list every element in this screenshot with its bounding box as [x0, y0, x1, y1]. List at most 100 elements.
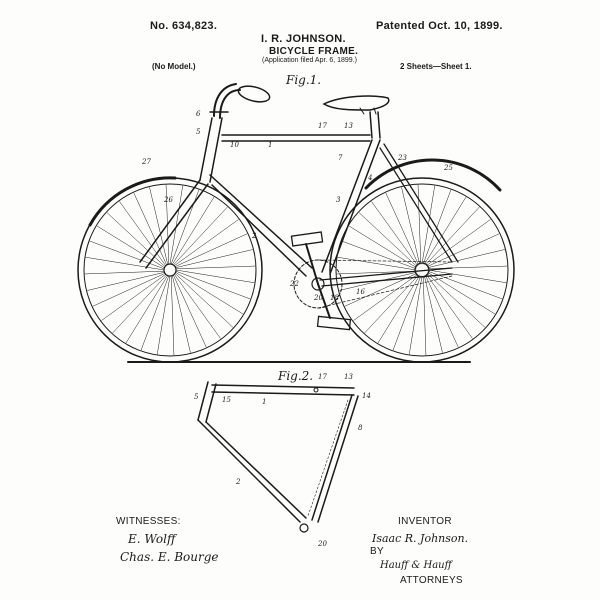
- callout-16: 16: [356, 288, 365, 296]
- wheel-spoke: [426, 233, 500, 267]
- witness-signature-2: Chas. E. Bourge: [120, 550, 219, 564]
- inventor-label: INVENTOR: [398, 516, 452, 527]
- invention-title: BICYCLE FRAME.: [269, 46, 359, 57]
- callout-25: 25: [444, 164, 453, 172]
- sheets-note: 2 Sheets—Sheet 1.: [400, 62, 472, 71]
- callout-5: 5: [196, 128, 201, 136]
- wheel-spoke: [149, 187, 168, 265]
- wheel-spoke: [417, 184, 422, 265]
- wheel-spoke: [422, 275, 427, 356]
- callout-fig2-15: 15: [222, 396, 231, 404]
- inventor-name: I. R. JOHNSON.: [261, 33, 346, 45]
- wheel-spoke: [427, 272, 496, 315]
- wheel-spoke: [175, 272, 244, 315]
- wheel-spoke: [424, 196, 467, 265]
- callout-fig2-14: 14: [362, 392, 371, 400]
- wheel-spoke: [173, 273, 221, 339]
- wheel-spoke: [425, 206, 480, 266]
- callout-27: 27: [142, 158, 151, 166]
- callout-fig2-20: 20: [318, 540, 327, 548]
- wheel-spoke: [424, 275, 443, 353]
- callout-18: 18: [330, 294, 339, 302]
- callout-26: 26: [164, 196, 173, 204]
- wheel-spoke: [427, 270, 503, 300]
- wheel-spoke: [84, 270, 165, 275]
- wheel-spoke: [133, 192, 167, 266]
- callout-fig2-8: 8: [358, 424, 363, 432]
- wheel-spoke: [427, 269, 507, 283]
- wheel-spoke: [427, 249, 505, 268]
- callout-2: 2: [252, 232, 257, 240]
- witnesses-label: WITNESSES:: [116, 516, 181, 527]
- callout-13: 13: [344, 122, 353, 130]
- callout-7: 7: [338, 154, 343, 162]
- wheel-spoke: [174, 233, 248, 267]
- attorneys-label: ATTORNEYS: [400, 575, 463, 586]
- crank-and-pedals: [290, 231, 352, 331]
- wheel-spoke: [175, 269, 255, 283]
- patent-date: Patented Oct. 10, 1899.: [376, 20, 503, 32]
- figure-1-label: Fig.1.: [286, 73, 322, 87]
- callout-1: 1: [268, 141, 273, 149]
- callout-fig2-5: 5: [194, 393, 199, 401]
- wheel-spoke: [175, 249, 253, 268]
- callout-fig2-13: 13: [344, 373, 353, 381]
- wheel-spoke: [101, 273, 167, 321]
- wheel-spoke: [173, 219, 239, 267]
- wheel-spoke: [348, 225, 417, 268]
- callout-fig2-1: 1: [262, 398, 267, 406]
- wheel-spoke: [96, 225, 165, 268]
- wheel-spoke: [358, 212, 418, 267]
- wheel-spoke: [172, 196, 215, 265]
- callout-6: 6: [196, 110, 201, 118]
- callout-17: 17: [318, 122, 327, 130]
- witness-signature-1: E. Wolff: [128, 532, 176, 546]
- wheel-spoke: [385, 192, 419, 266]
- handlebar: [209, 83, 271, 119]
- callout-fig2-17: 17: [318, 373, 327, 381]
- wheel-spoke: [173, 206, 228, 266]
- wheel-spoke: [106, 212, 166, 267]
- wheel-spoke: [401, 187, 420, 265]
- wheel-spoke: [170, 275, 175, 356]
- wheel-spoke: [87, 272, 165, 291]
- model-note: (No Model.): [152, 62, 196, 71]
- callout-23: 23: [398, 154, 407, 162]
- wheel-spoke: [371, 201, 419, 267]
- callout-22: 22: [290, 280, 299, 288]
- wheel-spoke: [425, 273, 473, 339]
- wheel-spoke: [174, 273, 234, 328]
- wheel-spoke: [409, 275, 423, 355]
- application-filed: (Application filed Apr. 6, 1899.): [262, 57, 357, 64]
- wheel-spoke: [92, 273, 166, 307]
- wheel-spoke: [377, 275, 420, 344]
- wheel-spoke: [425, 274, 459, 348]
- bicycle-frame: [139, 111, 459, 287]
- callout-4: 4: [368, 174, 373, 182]
- callout-20: 20: [314, 294, 323, 302]
- wheel-spoke: [157, 275, 171, 355]
- wheel-spoke: [125, 275, 168, 344]
- callout-10: 10: [230, 141, 239, 149]
- wheel-spoke: [89, 240, 165, 270]
- rear-wheel: [329, 158, 515, 363]
- wheel-spoke: [119, 201, 167, 267]
- wheel-spoke: [172, 275, 191, 353]
- wheel-spoke: [173, 274, 207, 348]
- frame-detail-drawing: [197, 381, 359, 533]
- wheel-spoke: [140, 275, 170, 351]
- wheel-spoke: [425, 219, 491, 267]
- wheel-spoke: [392, 275, 422, 351]
- wheel-spoke: [169, 185, 183, 265]
- patent-number: No. 634,823.: [150, 20, 218, 32]
- wheel-spoke: [341, 240, 417, 270]
- front-wheel: [77, 176, 263, 363]
- saddle: [322, 95, 390, 111]
- wheel-spoke: [337, 257, 417, 271]
- callout-3: 3: [336, 196, 341, 204]
- figure-2-label: Fig.2.: [278, 369, 314, 383]
- chainring: [293, 259, 453, 309]
- wheel-spoke: [422, 189, 452, 265]
